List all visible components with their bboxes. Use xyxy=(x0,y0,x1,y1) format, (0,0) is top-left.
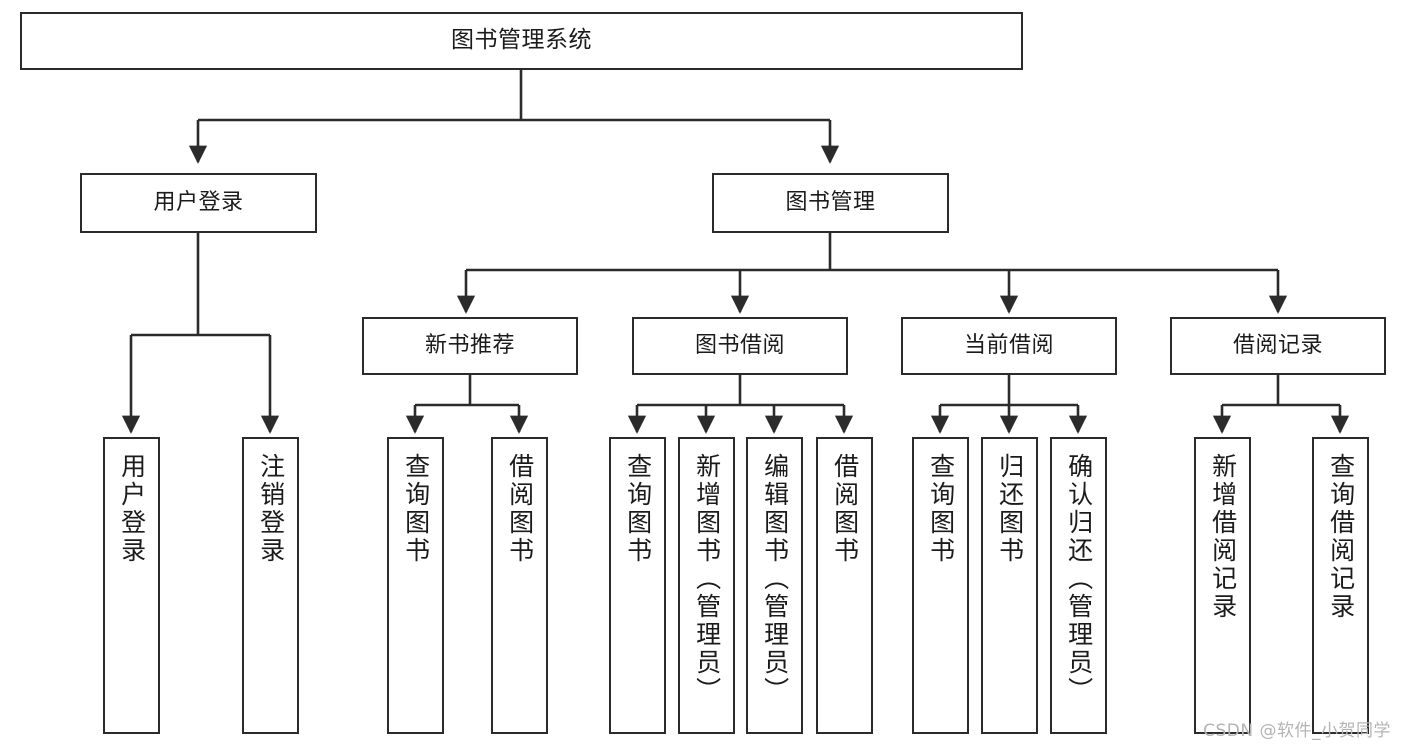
leaf-book-borrow-borrow-books[interactable]: 借阅图书 xyxy=(816,437,873,734)
leaf-current-borrow-return-books[interactable]: 归还图书 xyxy=(981,437,1038,734)
node-book-borrow[interactable]: 图书借阅 xyxy=(632,317,848,375)
leaf-new-book-borrow-books[interactable]: 借阅图书 xyxy=(491,437,548,734)
leaf-book-borrow-edit-book-admin[interactable]: 编辑图书（管理员） xyxy=(746,437,803,734)
leaf-book-borrow-query-books[interactable]: 查询图书 xyxy=(609,437,666,734)
node-label: 新增图书（管理员） xyxy=(692,453,722,705)
leaf-current-borrow-confirm-return-admin[interactable]: 确认归还（管理员） xyxy=(1050,437,1107,734)
node-label: 新增借阅记录 xyxy=(1208,453,1238,621)
node-label: 借阅图书 xyxy=(505,453,535,565)
node-label: 注销登录 xyxy=(256,453,286,565)
node-label: 当前借阅 xyxy=(963,333,1054,359)
node-book-management[interactable]: 图书管理 xyxy=(712,173,949,233)
node-label: 用户登录 xyxy=(153,190,244,216)
node-root-book-management-system[interactable]: 图书管理系统 xyxy=(20,12,1023,70)
leaf-current-borrow-query-books[interactable]: 查询图书 xyxy=(912,437,969,734)
node-borrow-record[interactable]: 借阅记录 xyxy=(1170,317,1386,375)
node-label: 查询图书 xyxy=(926,453,956,565)
leaf-user-login-signin[interactable]: 用户登录 xyxy=(103,437,160,734)
node-label: 用户登录 xyxy=(117,453,147,565)
node-label: 图书管理 xyxy=(785,190,876,216)
node-user-login[interactable]: 用户登录 xyxy=(80,173,317,233)
node-label: 借阅图书 xyxy=(830,453,860,565)
node-label: 图书借阅 xyxy=(694,333,785,359)
node-label: 编辑图书（管理员） xyxy=(760,453,790,705)
leaf-borrow-record-add-record[interactable]: 新增借阅记录 xyxy=(1194,437,1251,734)
watermark-text: CSDN @软件_小贺同学 xyxy=(1203,721,1391,741)
leaf-new-book-query-books[interactable]: 查询图书 xyxy=(387,437,444,734)
node-label: 查询借阅记录 xyxy=(1326,453,1356,621)
node-label: 图书管理系统 xyxy=(451,27,592,54)
node-label: 新书推荐 xyxy=(424,333,515,359)
leaf-borrow-record-query-record[interactable]: 查询借阅记录 xyxy=(1312,437,1369,734)
node-label: 查询图书 xyxy=(623,453,653,565)
node-label: 确认归还（管理员） xyxy=(1064,453,1094,705)
node-label: 查询图书 xyxy=(401,453,431,565)
node-label: 归还图书 xyxy=(995,453,1025,565)
leaf-user-login-signout[interactable]: 注销登录 xyxy=(242,437,299,734)
leaf-book-borrow-add-book-admin[interactable]: 新增图书（管理员） xyxy=(678,437,735,734)
node-label: 借阅记录 xyxy=(1232,333,1323,359)
node-new-book-recommend[interactable]: 新书推荐 xyxy=(362,317,578,375)
node-current-borrow[interactable]: 当前借阅 xyxy=(901,317,1117,375)
